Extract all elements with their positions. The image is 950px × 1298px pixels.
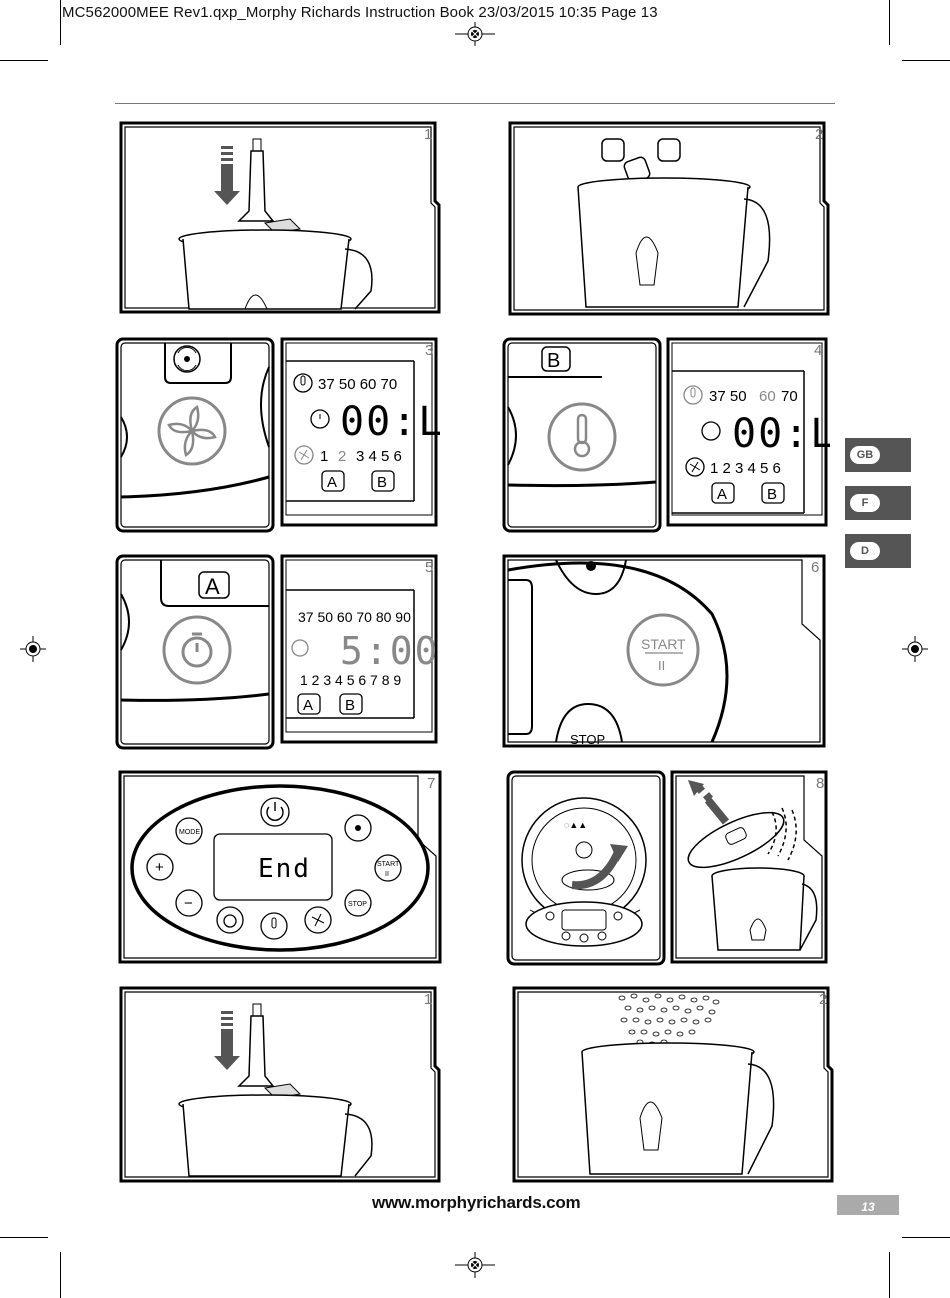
registration-mark-icon <box>455 1252 495 1278</box>
step-8-lift-lid: 8 <box>670 770 830 966</box>
button-b-label: B <box>377 474 387 491</box>
thermometer-icon <box>683 385 703 405</box>
timer-icon <box>701 421 721 441</box>
step-number: 1 <box>424 991 433 1008</box>
step-number: 6 <box>811 559 820 576</box>
crop-mark <box>60 0 61 45</box>
step-number: 2 <box>815 126 824 143</box>
step-3-speed-button-closeup <box>115 337 275 533</box>
temperature-button[interactable] <box>260 912 288 940</box>
step-5-timer-button-closeup: A <box>115 554 275 750</box>
button-a-label: A <box>717 486 727 503</box>
step-number: 2 <box>819 991 828 1008</box>
print-slug: MC562000MEE Rev1.qxp_Morphy Richards Ins… <box>62 4 658 21</box>
speed-digits: 3 4 5 6 <box>356 448 402 465</box>
crop-mark <box>889 0 890 45</box>
stop-button-label: STOP <box>348 901 367 908</box>
speed-digit-2-active: 2 <box>338 448 346 465</box>
step-5-display: 37 50 60 70 80 90 5:00 1 2 3 4 5 6 7 8 9… <box>280 554 440 750</box>
step-7-control-panel-end: End MODE + START II − STOP 7 <box>118 770 444 966</box>
page-number: 13 <box>837 1195 899 1215</box>
header-rule <box>115 103 835 104</box>
language-tab-d[interactable]: D <box>845 534 911 568</box>
lcd-time: 00:L <box>340 399 440 445</box>
temperature-scale: 37 50 60 70 <box>318 376 397 393</box>
start-button-label: START <box>641 636 686 652</box>
speed-digit-1: 1 <box>320 448 328 465</box>
step-8-lid-unlock-top-view: ◌▲▲ <box>506 770 666 966</box>
mode-button[interactable] <box>175 817 203 845</box>
speed-digits: 1 2 3 4 5 6 <box>710 460 781 477</box>
minus-button-label: − <box>184 895 193 912</box>
button-b-label: B <box>547 350 560 372</box>
crop-mark <box>0 60 48 61</box>
button-b-label: B <box>345 697 355 714</box>
speed-icon <box>311 913 325 927</box>
registration-mark-icon <box>455 22 495 46</box>
button-a-label: A <box>327 474 337 491</box>
timer-icon <box>291 639 309 657</box>
temperature-scale: 37 50 <box>709 388 747 405</box>
registration-mark-icon <box>20 636 46 662</box>
speed-icon <box>685 457 705 477</box>
temperature-scale-end: 70 <box>781 388 798 405</box>
lcd-time: 00:L <box>732 411 830 457</box>
lcd-end-text: End <box>258 854 311 884</box>
thermometer-icon <box>271 917 277 929</box>
step-1-attach-blade-panel: 1 <box>115 121 441 318</box>
registration-mark-icon <box>902 636 928 662</box>
lcd-time: 5:00 <box>340 629 440 673</box>
start-pause-button[interactable] <box>374 854 402 882</box>
step-1-attach-blade-panel-repeat: 1 <box>115 986 441 1183</box>
language-tab-f[interactable]: F <box>845 486 911 520</box>
button-a-label: A <box>205 574 220 599</box>
crop-mark <box>0 1237 48 1238</box>
mode-button-label: MODE <box>179 829 200 836</box>
timer-icon <box>223 914 237 928</box>
start-button-label: START <box>377 861 400 868</box>
speed-digits: 1 2 3 4 5 6 7 8 9 <box>300 672 401 688</box>
plus-button[interactable] <box>146 853 174 881</box>
plus-button-label: + <box>155 859 164 876</box>
power-icon <box>266 806 284 821</box>
step-number: 4 <box>814 342 823 359</box>
thermometer-icon <box>293 373 313 393</box>
pause-button-label: II <box>658 658 665 673</box>
step-number: 1 <box>424 126 433 143</box>
power-button[interactable] <box>260 797 290 827</box>
timer-icon <box>181 632 213 668</box>
minus-button[interactable] <box>175 889 203 917</box>
step-4-temperature-button-closeup: B <box>502 337 662 533</box>
language-tab-gb[interactable]: GB <box>845 438 911 472</box>
footer-url[interactable]: www.morphyrichards.com <box>372 1193 581 1212</box>
crop-mark <box>889 1252 890 1298</box>
temperature-scale: 37 50 60 70 80 90 <box>298 609 411 625</box>
step-number: 5 <box>425 559 434 576</box>
stop-button[interactable] <box>344 889 372 917</box>
stop-button-label: STOP <box>570 732 605 747</box>
timer-button[interactable] <box>216 906 244 934</box>
step-2-add-ingredients-panel: 2 <box>506 121 832 318</box>
button-b-label: B <box>767 486 777 503</box>
button-a-label: A <box>303 697 313 714</box>
pause-button-label: II <box>385 871 389 878</box>
timer-icon <box>310 409 330 429</box>
step-number: 3 <box>425 342 434 359</box>
step-number: 8 <box>816 775 825 792</box>
grains-illustration <box>618 993 720 1047</box>
step-4-display: 37 50 60 70 00:L 1 2 3 4 5 6 A B 4 <box>666 337 830 533</box>
temperature-active: 60 <box>759 388 776 405</box>
lock-symbols: ◌▲▲ <box>564 820 587 830</box>
crop-mark <box>60 1252 61 1298</box>
step-6-start-button-closeup: STOP START II 6 <box>502 554 828 750</box>
step-2-add-grains-panel: 2 <box>510 986 836 1183</box>
crop-mark <box>902 60 950 61</box>
crop-mark <box>902 1237 950 1238</box>
speed-icon <box>294 445 314 465</box>
step-3-display: 37 50 60 70 00:L 1 2 3 4 5 6 A B 3 <box>280 337 440 533</box>
step-number: 7 <box>427 775 436 792</box>
